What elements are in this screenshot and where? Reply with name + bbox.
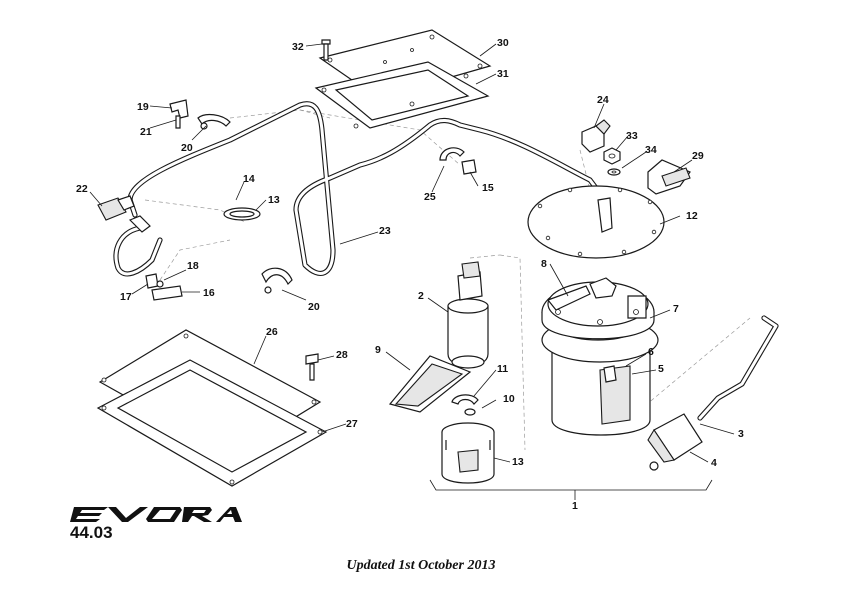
washer xyxy=(607,168,621,176)
pipe-clip-mid xyxy=(223,207,261,221)
callout-7: 7 xyxy=(673,303,679,315)
inlet-filter xyxy=(388,355,472,413)
pump-washer xyxy=(464,408,476,416)
pipe-bracket-lower xyxy=(145,273,183,301)
pipe-clip-upper xyxy=(197,113,231,130)
callout-3: 3 xyxy=(738,428,744,440)
callout-29: 29 xyxy=(692,150,704,162)
cover-bolt xyxy=(321,39,331,61)
pipe-bracket-upper xyxy=(169,99,189,129)
pump-holder xyxy=(441,422,495,484)
callout-10: 10 xyxy=(503,393,515,405)
callout-23: 23 xyxy=(379,225,391,237)
callout-22: 22 xyxy=(76,183,88,195)
fuel-pipe-assembly xyxy=(113,101,608,277)
fuel-pump-module xyxy=(541,277,659,436)
callout-14: 14 xyxy=(243,173,255,185)
callout-30: 30 xyxy=(497,37,509,49)
callout-12: 12 xyxy=(686,210,698,222)
callout-26: 26 xyxy=(266,326,278,338)
callout-1: 1 xyxy=(572,500,578,512)
page-code: 44.03 xyxy=(70,523,113,542)
nut xyxy=(603,147,621,165)
callout-24: 24 xyxy=(597,94,609,106)
pipe-clip-block xyxy=(581,119,611,153)
fuel-level-sender-arm xyxy=(697,315,779,421)
callout-13-holder: 13 xyxy=(512,456,524,468)
fuel-pump xyxy=(447,261,489,369)
assembly-bracket xyxy=(429,479,713,491)
callout-20-lower: 20 xyxy=(308,301,320,313)
callout-13-clip: 13 xyxy=(268,194,280,206)
callout-21: 21 xyxy=(140,126,152,138)
callout-16: 16 xyxy=(203,287,215,299)
callout-18: 18 xyxy=(187,260,199,272)
callout-labels: 1 2 3 4 5 6 7 8 9 10 11 12 13 13 14 15 1… xyxy=(76,37,744,512)
callout-33: 33 xyxy=(626,130,638,142)
callout-2: 2 xyxy=(418,290,424,302)
floor-plate-gasket xyxy=(96,359,328,487)
pipe-clip-right xyxy=(439,147,477,175)
callout-25: 25 xyxy=(424,191,436,203)
callout-19: 19 xyxy=(137,101,149,113)
callout-5: 5 xyxy=(658,363,664,375)
callout-28: 28 xyxy=(336,349,348,361)
callout-8: 8 xyxy=(541,258,547,270)
cover-plate-gasket xyxy=(314,61,490,129)
callout-11: 11 xyxy=(497,363,508,375)
quick-release-connector xyxy=(97,195,151,233)
callout-4: 4 xyxy=(711,457,717,469)
callout-15: 15 xyxy=(482,182,494,194)
callout-9: 9 xyxy=(375,344,381,356)
leader-lines xyxy=(89,43,735,500)
callout-20-upper: 20 xyxy=(181,142,193,154)
level-sender-float xyxy=(647,413,703,471)
callout-31: 31 xyxy=(497,68,509,80)
callout-32: 32 xyxy=(292,41,304,53)
callout-17: 17 xyxy=(120,291,132,303)
callout-34: 34 xyxy=(645,144,657,156)
pipe-clip-lower xyxy=(261,267,293,294)
pump-mounting-flange xyxy=(527,185,665,259)
callout-27: 27 xyxy=(346,418,358,430)
pump-retaining-clip xyxy=(451,394,479,405)
updated-footer: Updated 1st October 2013 xyxy=(346,558,496,573)
evora-logo xyxy=(70,507,242,522)
callout-6: 6 xyxy=(648,346,654,358)
access-plate-bolt xyxy=(305,353,319,381)
